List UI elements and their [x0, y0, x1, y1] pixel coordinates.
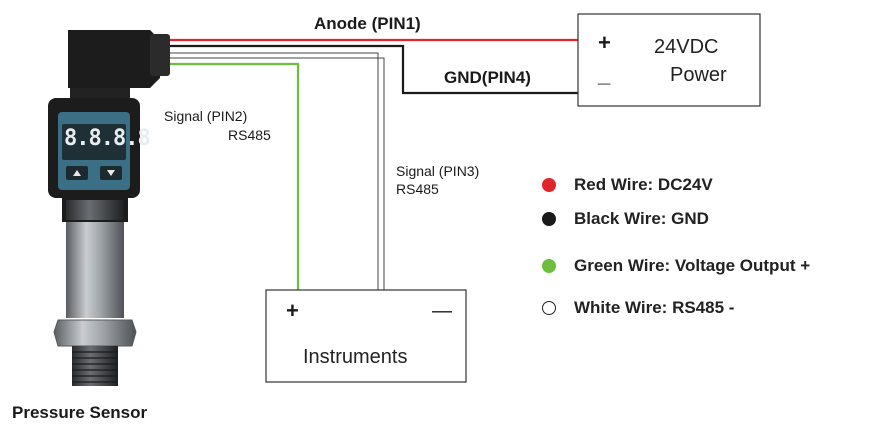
power-box — [577, 13, 761, 107]
legend-label: Red Wire: DC24V — [574, 175, 713, 194]
instruments-plus: + — [286, 298, 299, 323]
white-wire-outline-2 — [170, 57, 385, 290]
gnd-label: GND(PIN4) — [444, 68, 531, 87]
instruments-label: Instruments — [303, 346, 408, 368]
black-dot-icon — [542, 212, 556, 226]
green-dot-icon — [542, 259, 556, 273]
legend-item-black: Black Wire: GND — [542, 209, 709, 229]
power-label: Power — [670, 64, 727, 86]
sensor-caption: Pressure Sensor — [12, 403, 148, 422]
legend-item-green: Green Wire: Voltage Output + — [542, 256, 810, 276]
white-wire-outline-1 — [170, 52, 379, 290]
legend-item-red: Red Wire: DC24V — [542, 175, 713, 195]
power-minus: _ — [598, 62, 611, 87]
green-wire — [170, 62, 300, 290]
red-dot-icon — [542, 178, 556, 192]
sensor-display-text: 8.8.8.8 — [64, 126, 151, 151]
instruments-minus: — — [432, 300, 452, 322]
wires — [170, 38, 578, 290]
anode-label: Anode (PIN1) — [314, 14, 421, 33]
white-dot-icon — [542, 301, 556, 315]
legend-label: Green Wire: Voltage Output + — [574, 256, 811, 275]
legend-label: Black Wire: GND — [574, 209, 709, 228]
power-voltage: 24VDC — [654, 36, 719, 58]
legend-label: White Wire: RS485 - — [574, 298, 735, 317]
black-wire — [170, 44, 578, 95]
pressure-sensor — [48, 30, 170, 386]
signal-pin2-sub: RS485 — [228, 127, 271, 143]
signal-pin3-sub: RS485 — [396, 181, 439, 197]
legend-item-white: White Wire: RS485 - — [542, 298, 734, 318]
instruments-box — [265, 289, 467, 383]
sensor-display — [62, 124, 126, 160]
power-plus: + — [598, 30, 611, 55]
signal-pin3-label: Signal (PIN3) — [396, 163, 480, 179]
signal-pin2-label: Signal (PIN2) — [164, 108, 248, 124]
